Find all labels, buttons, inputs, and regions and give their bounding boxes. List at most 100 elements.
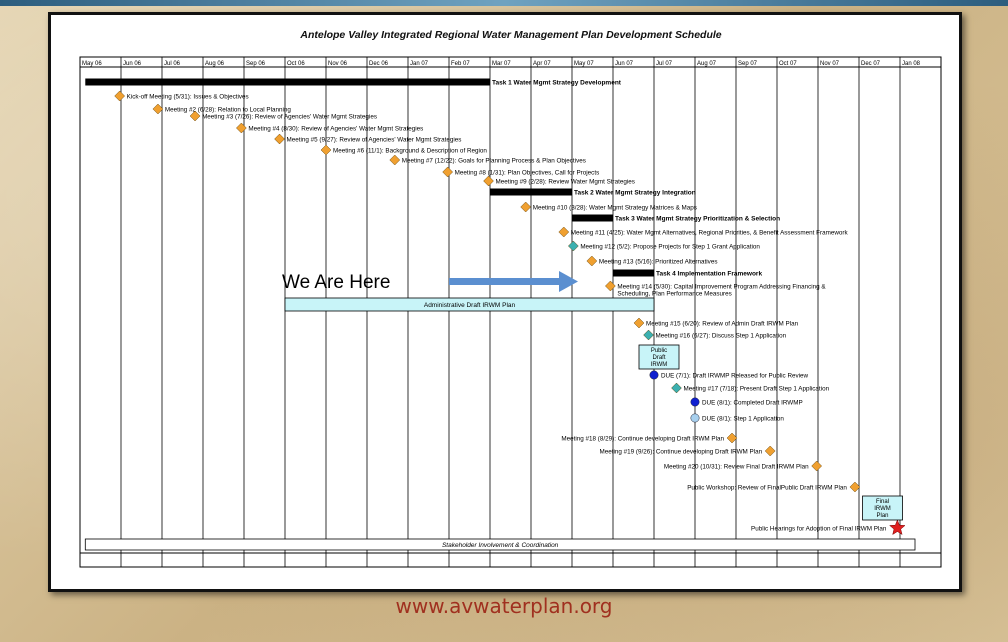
meeting-label: Meeting #19 (9/26): Continue developing … (600, 448, 763, 455)
milestone-box-label: Draft (652, 355, 665, 361)
month-label: Nov 07 (820, 61, 840, 67)
task-label: Task 4 Implementation Framework (656, 271, 762, 278)
meeting-diamond-marker (236, 122, 247, 134)
meeting-label: Meeting #13 (5/16): Prioritized Alternat… (599, 258, 718, 265)
meeting-label: Meeting #14 (5/30): Capital Improvement … (617, 283, 826, 297)
meeting-label: Public Workshop: Review of FinalPublic D… (687, 484, 847, 491)
meeting-diamond-marker (152, 103, 164, 115)
milestone-box-label: IRWM (651, 362, 668, 368)
month-label: Oct 07 (779, 61, 797, 67)
meeting-milestones: Kick-off Meeting (5/31): Issues & Object… (114, 90, 906, 536)
we-are-here-arrow-shaft (449, 278, 561, 285)
month-label: Jul 07 (656, 61, 673, 67)
task-bar (613, 269, 654, 277)
meeting-label: Meeting #12 (5/2): Propose Projects for … (580, 243, 760, 250)
meeting-diamond-marker (643, 329, 654, 341)
due-circle-marker (690, 397, 700, 407)
meeting-diamond-marker (520, 201, 532, 213)
website-footer[interactable]: www.avwaterplan.org (395, 594, 613, 618)
meeting-diamond-marker (389, 154, 401, 166)
due-circle-marker (690, 413, 700, 423)
span-box (284, 297, 655, 312)
meeting-label: Public Hearings for Adoption of Final IR… (751, 525, 887, 532)
meeting-diamond-marker (764, 445, 776, 457)
meeting-diamond-marker (586, 255, 598, 267)
meeting-label: Meeting #10 (3/28): Water Mgmt Strategy … (533, 204, 697, 211)
month-label: Nov 06 (328, 61, 348, 67)
meeting-label: Meeting #9 (2/28): Review Water Mgmt Str… (496, 178, 635, 185)
milestone-box-label: Public (651, 348, 667, 354)
meeting-diamond-marker (558, 226, 570, 238)
meeting-diamond-marker (483, 175, 494, 187)
month-label: Jul 06 (164, 61, 181, 67)
meeting-diamond-marker (633, 317, 645, 329)
month-label: Dec 06 (369, 61, 389, 67)
task-bar (85, 78, 491, 86)
span-box-label: Stakeholder Involvement & Coordination (442, 542, 559, 549)
task-label: Task 3 Water Mgmt Strategy Prioritizatio… (615, 216, 780, 223)
meeting-diamond-marker (189, 110, 201, 122)
milestone-box (638, 344, 680, 370)
meeting-diamond-marker (320, 144, 332, 156)
grid-frame (79, 56, 942, 568)
hearing-star-marker (889, 519, 906, 536)
month-label: Jan 08 (902, 61, 921, 67)
month-label: Jun 07 (615, 61, 634, 67)
task-bar (572, 214, 613, 222)
task-bar (490, 188, 572, 196)
month-label: Jan 07 (410, 61, 429, 67)
span-boxes: Administrative Draft IRWM PlanStakeholde… (84, 297, 916, 551)
milestone-box-label: Plan (877, 513, 889, 519)
we-are-here-annotation: We Are Here (282, 271, 578, 293)
schedule-slide: Antelope Valley Integrated Regional Wate… (48, 12, 962, 592)
meeting-label: Meeting #15 (6/20): Review of Admin Draf… (646, 320, 799, 327)
meeting-label: Meeting #5 (9/27): Review of Agencies' W… (287, 136, 462, 143)
meeting-diamond-marker (811, 460, 823, 472)
meeting-label: Meeting #8 (1/31): Plan Objectives, Call… (455, 169, 600, 176)
meeting-diamond-marker (726, 432, 738, 444)
meeting-diamond-marker (274, 133, 285, 145)
meeting-diamond-marker (605, 280, 616, 292)
month-label: Feb 07 (451, 61, 470, 67)
milestone-box-label: Final (876, 499, 889, 505)
meeting-diamond-marker (442, 166, 454, 178)
meeting-label: Kick-off Meeting (5/31): Issues & Object… (127, 93, 249, 100)
meeting-label: Meeting #3 (7/26): Review of Agencies' W… (202, 113, 377, 120)
month-label: Sep 06 (246, 61, 266, 67)
month-label: Dec 07 (861, 61, 881, 67)
meeting-label: Meeting #16 (6/27): Discuss Step 1 Appli… (656, 332, 787, 339)
month-label: Apr 07 (533, 61, 551, 67)
task-label: Task 2 Water Mgmt Strategy Integration (574, 190, 696, 197)
chart-title: Antelope Valley Integrated Regional Wate… (299, 29, 721, 41)
meeting-label: Meeting #20 (10/31): Review Final Draft … (664, 463, 809, 470)
month-label: Sep 07 (738, 61, 758, 67)
schedule-chart: Antelope Valley Integrated Regional Wate… (79, 29, 942, 568)
meeting-diamond-marker (849, 481, 861, 493)
meeting-label: Meeting #17 (7/18): Present Draft Step 1… (683, 385, 829, 392)
task-label: Task 1 Water Mgmt Strategy Development (492, 80, 622, 87)
due-circle-marker (649, 370, 659, 380)
meeting-label: Meeting #2 (6/28): Relation to Local Pla… (165, 106, 292, 113)
meeting-label: DUE (8/1): Completed Draft IRWMP (702, 399, 803, 406)
we-are-here-arrow-head (559, 271, 578, 292)
meeting-label: Meeting #7 (12/22): Goals for Planning P… (402, 157, 586, 164)
meeting-label: Meeting #11 (4/25): Water Mgmt Alternati… (571, 229, 849, 236)
task-bars: Task 1 Water Mgmt Strategy DevelopmentTa… (85, 78, 780, 278)
month-label: May 07 (574, 61, 594, 67)
span-box (84, 538, 916, 551)
month-label: Mar 07 (492, 61, 511, 67)
span-box-label: Administrative Draft IRWM Plan (424, 302, 516, 309)
milestone-box (862, 495, 903, 521)
top-banner (0, 0, 1008, 6)
month-label: Aug 06 (205, 61, 225, 67)
meeting-label: Meeting #18 (8/29): Continue developing … (561, 435, 724, 442)
meeting-diamond-marker (567, 240, 579, 252)
meeting-label: DUE (7/1): Draft IRWMP Released for Publ… (661, 372, 809, 379)
month-label: May 06 (82, 61, 102, 67)
we-are-here-text: We Are Here (282, 272, 390, 293)
meeting-label: DUE (8/1): Step 1 Application (702, 415, 784, 422)
meeting-diamond-marker (671, 382, 682, 394)
month-label: Jun 06 (123, 61, 142, 67)
